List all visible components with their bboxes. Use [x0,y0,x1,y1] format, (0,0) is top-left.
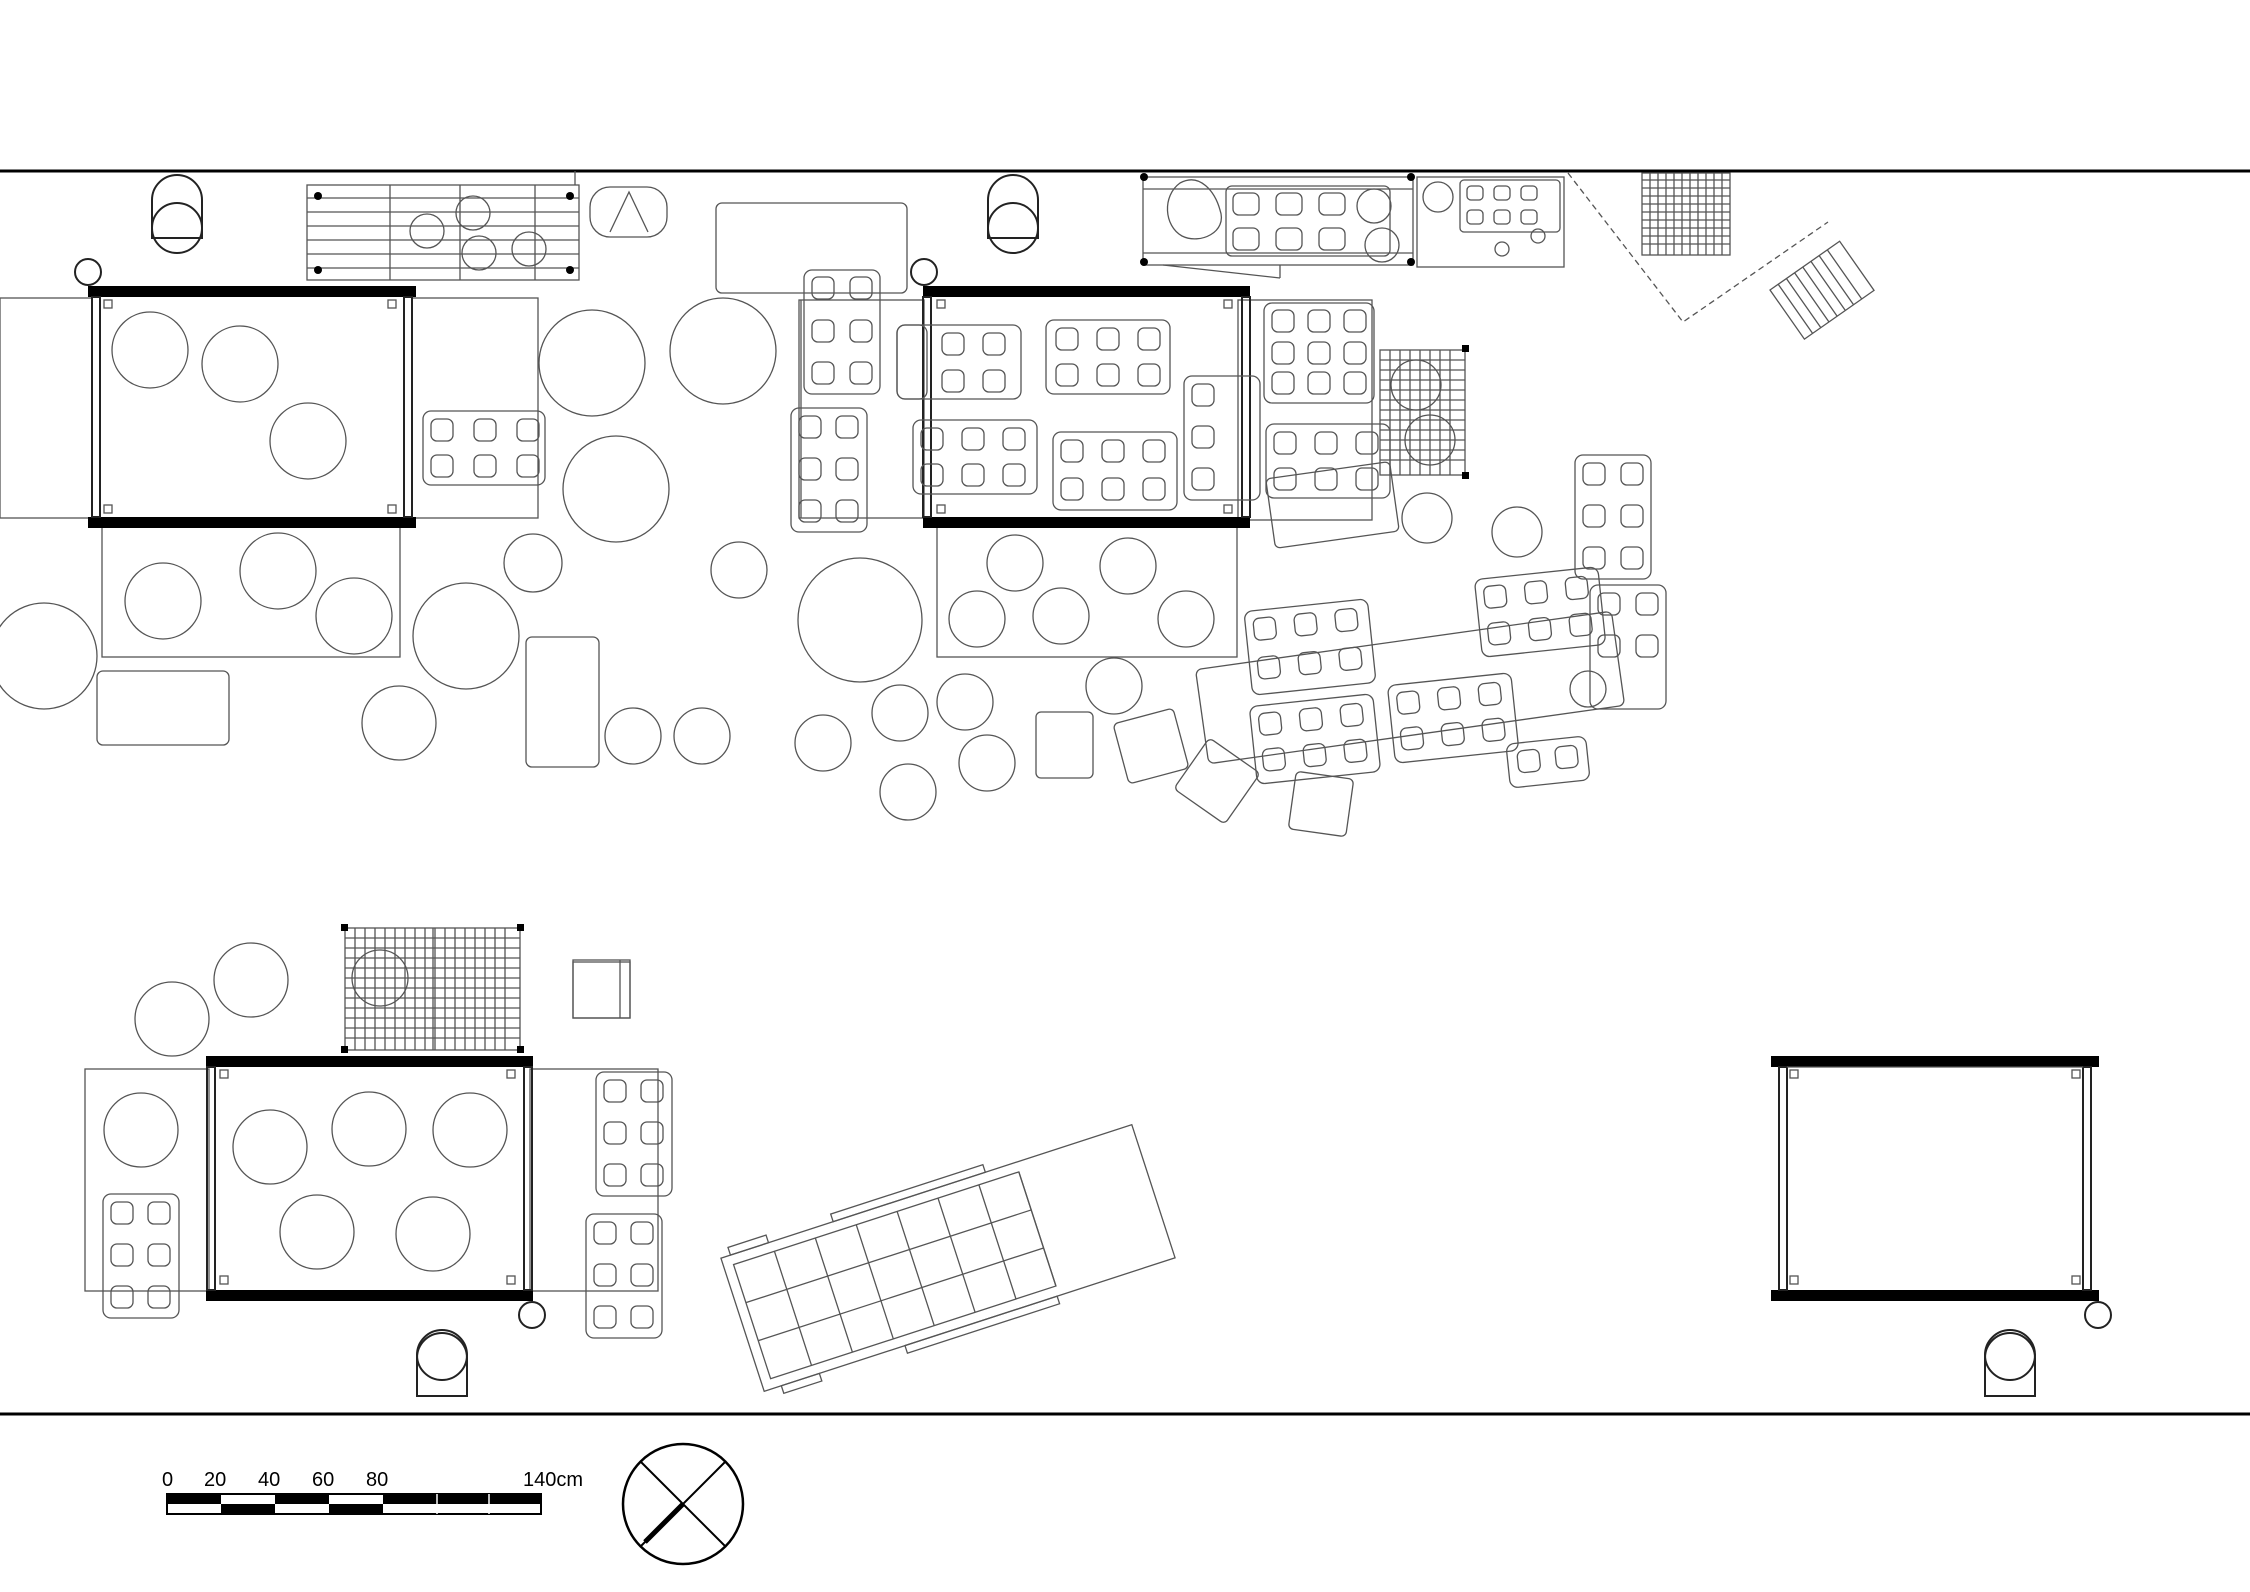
structure-d [1771,1056,2112,1329]
small-box [572,961,631,1019]
tilted-long-frame [720,1123,1176,1395]
top-rounded-bin [589,186,668,238]
top-fence [1567,172,1829,323]
structure-c [84,1056,659,1329]
scale-label-40: 40 [258,1469,280,1491]
scale-bar: 0 20 40 60 80 140cm [162,1469,583,1515]
top-shelf-right [1416,176,1565,268]
scale-label-80: 80 [366,1469,388,1491]
top-shelf-left [306,184,580,281]
scale-label-0: 0 [162,1469,173,1491]
scale-label-140cm: 140cm [523,1469,583,1491]
top-shelf-middle [1140,173,1415,279]
structure-a [0,258,539,658]
scale-label-20: 20 [204,1469,226,1491]
top-step-stair [1769,240,1875,341]
top-rect-table [715,202,908,294]
mesh-unit-right [1379,345,1469,479]
top-grid-unit [1641,172,1731,256]
wall-columns [151,174,2036,1397]
scale-label-60: 60 [312,1469,334,1491]
mesh-unit-bottom [341,924,524,1053]
north-arrow-icon [621,1442,745,1566]
structure-b [798,258,1373,658]
round-tables [0,297,1543,1057]
outer-walls [0,169,2250,1416]
